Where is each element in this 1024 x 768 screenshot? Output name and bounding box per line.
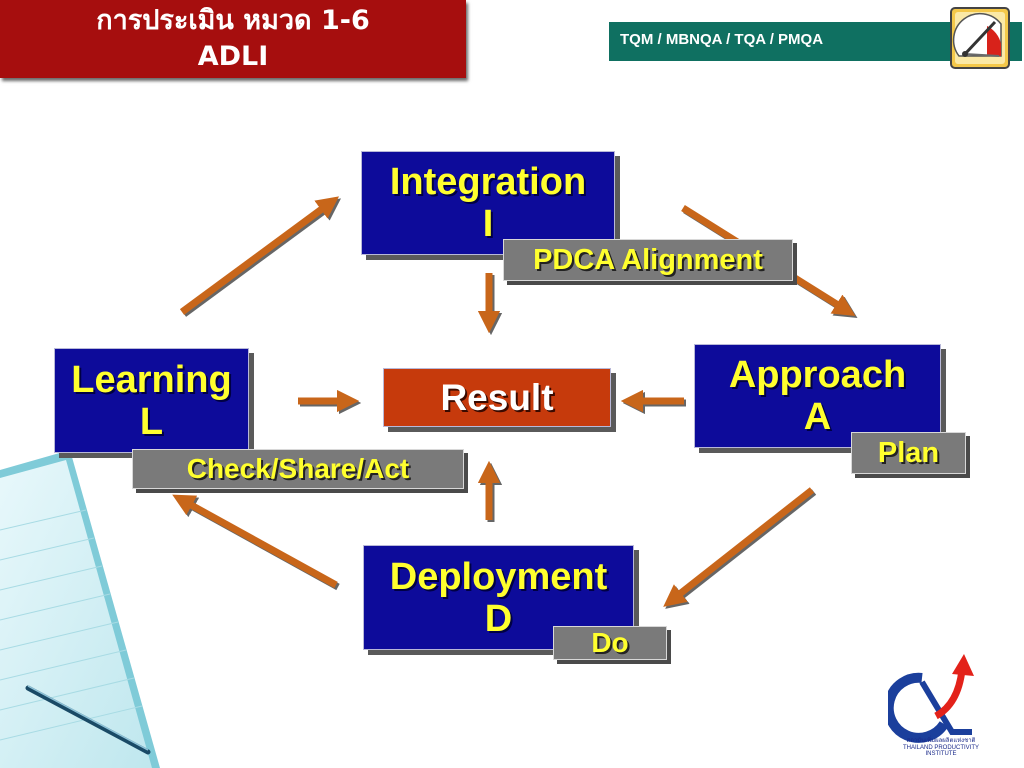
title-line-2: ADLI xyxy=(197,41,269,72)
node-deployment: Deployment D xyxy=(363,545,634,650)
tag-check-share-act: Check/Share/Act xyxy=(132,449,464,489)
arrow-deployment-to-learning xyxy=(172,494,338,589)
gauge-icon xyxy=(950,7,1010,69)
node-integration-letter: I xyxy=(482,203,494,245)
node-learning: Learning L xyxy=(54,348,249,453)
node-learning-letter: L xyxy=(139,400,164,443)
header-tag: TQM / MBNQA / TQA / PMQA xyxy=(620,31,824,48)
node-result: Result xyxy=(383,368,611,427)
node-learning-name: Learning xyxy=(71,358,232,401)
node-integration: Integration I xyxy=(361,151,615,255)
node-deployment-name: Deployment xyxy=(389,555,608,598)
node-approach: Approach A xyxy=(694,344,941,448)
node-approach-name: Approach xyxy=(728,354,907,396)
arrow-approach-to-deployment xyxy=(663,487,815,607)
tag-plan: Plan xyxy=(851,432,966,474)
slide-title: การประเมิน หมวด 1-6 ADLI xyxy=(0,0,466,78)
title-line-1: การประเมิน หมวด 1-6 xyxy=(96,5,370,36)
tpi-logo-text: สถาบันเพิ่มผลผลิตแห่งชาติ THAILAND PRODU… xyxy=(902,738,979,757)
arrow-learning-to-integration xyxy=(179,196,340,315)
node-approach-letter: A xyxy=(803,396,832,438)
node-deployment-letter: D xyxy=(484,597,513,640)
notepad-pen-icon xyxy=(0,450,160,768)
tpi-logo-icon xyxy=(888,654,974,743)
node-integration-name: Integration xyxy=(389,161,587,203)
tag-pdca-alignment: PDCA Alignment xyxy=(503,239,793,281)
tag-do: Do xyxy=(553,626,667,660)
